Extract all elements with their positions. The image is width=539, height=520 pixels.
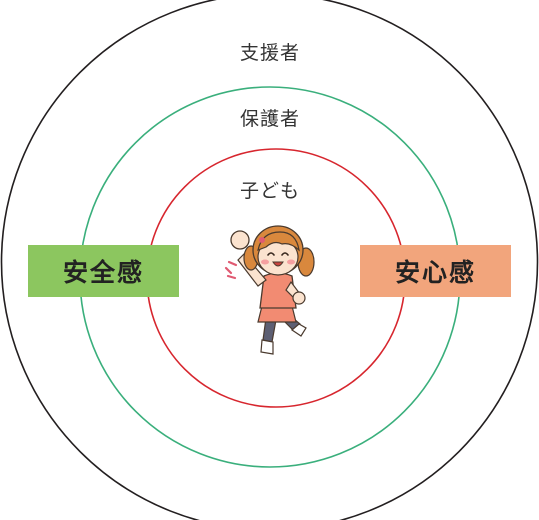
safety-box: 安全感 (28, 245, 179, 297)
outer-ring-label: 支援者 (239, 42, 300, 64)
motion-lines-icon (224, 260, 238, 280)
inner-ring-label: 子ども (239, 180, 300, 202)
middle-ring-label: 保護者 (239, 108, 300, 130)
cheering-girl-illustration (224, 225, 315, 355)
security-box: 安心感 (360, 245, 511, 297)
